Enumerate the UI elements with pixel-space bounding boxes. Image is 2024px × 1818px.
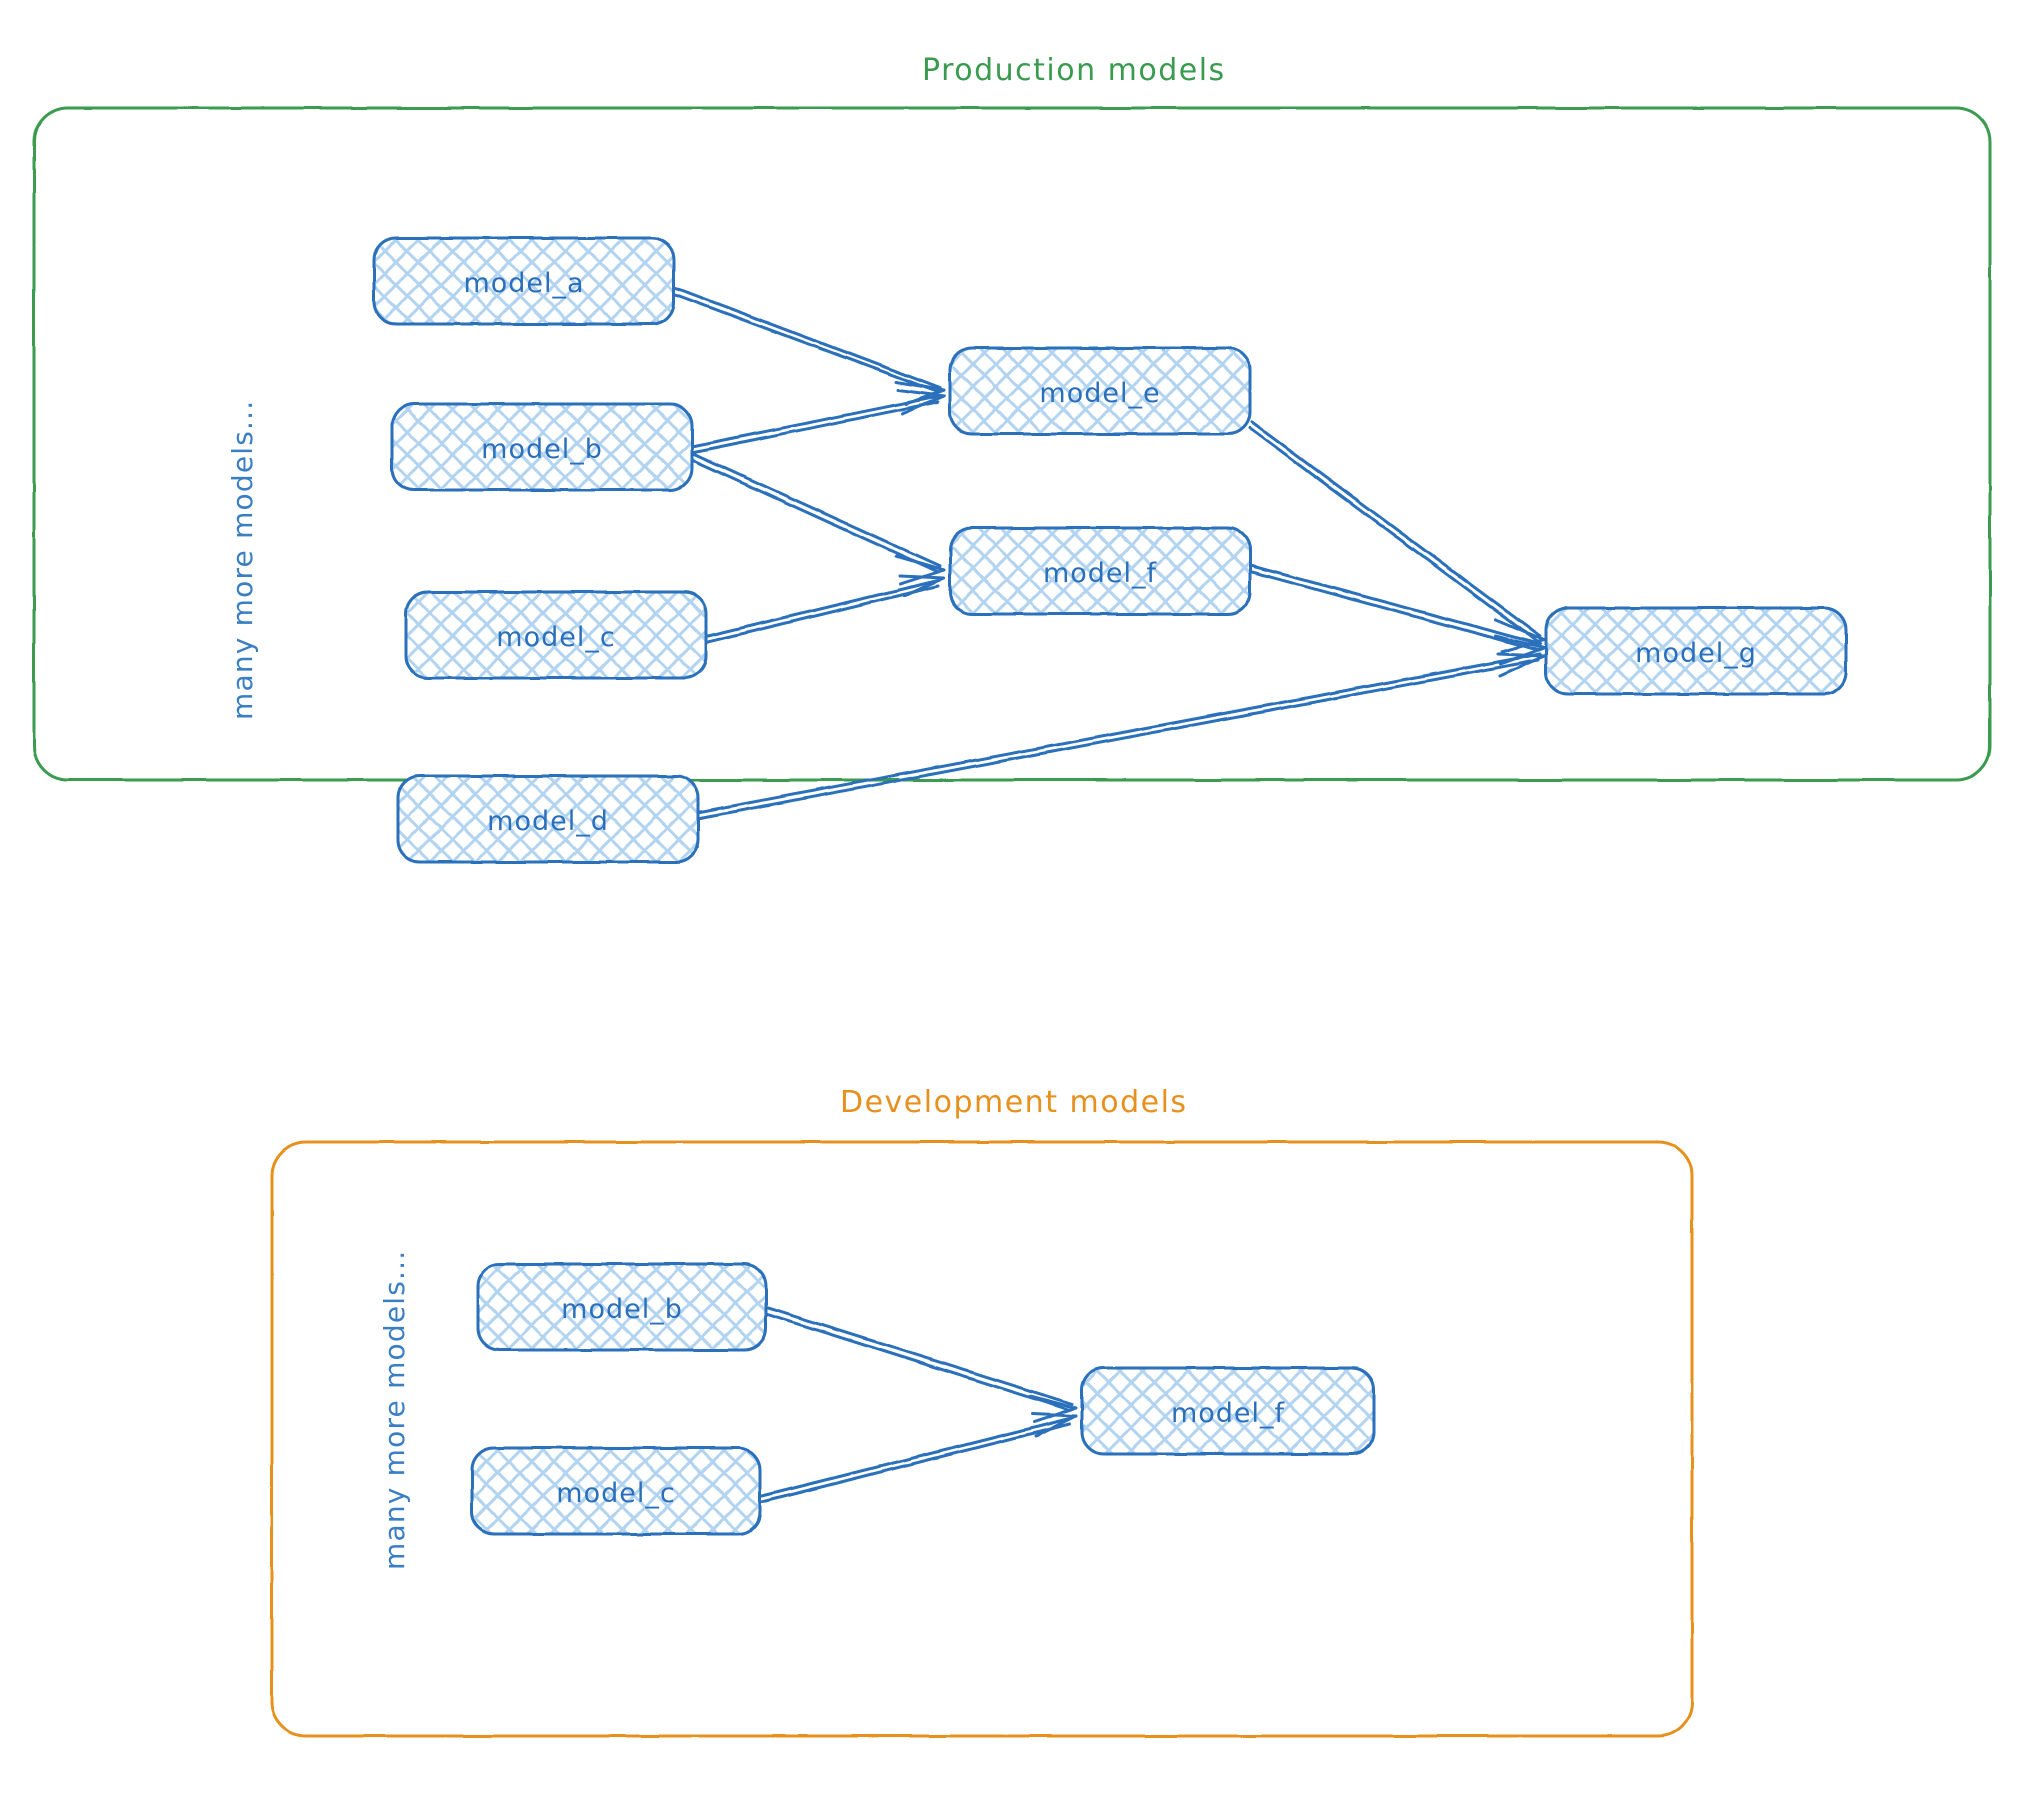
node-shape[interactable] xyxy=(390,402,694,492)
node-dev-model-b[interactable]: model_b xyxy=(476,1262,768,1352)
node-dev-model-c[interactable]: model_c xyxy=(470,1446,762,1536)
production-group-title: Production models xyxy=(922,53,1226,88)
node-label: model_c xyxy=(556,1478,675,1509)
node-label: model_c xyxy=(496,622,615,653)
node-prod-model-e[interactable]: model_e xyxy=(948,346,1252,436)
node-shape[interactable] xyxy=(1080,1366,1376,1456)
development-group-border xyxy=(270,1140,1694,1738)
edge-model-e-to-model-g xyxy=(1248,420,1546,654)
node-shape[interactable] xyxy=(476,1262,768,1352)
node-label: model_b xyxy=(561,1294,683,1325)
node-label: model_b xyxy=(481,434,603,465)
node-dev-model-f[interactable]: model_f xyxy=(1080,1366,1376,1456)
node-shape[interactable] xyxy=(372,236,676,326)
edge-model-b-to-model-e xyxy=(692,388,946,454)
development-side-label: many more models... xyxy=(378,1250,411,1570)
node-prod-model-b[interactable]: model_b xyxy=(390,402,694,492)
development-group-title: Development models xyxy=(840,1085,1188,1120)
node-label: model_a xyxy=(463,268,584,299)
edge-model-a-to-model-e xyxy=(672,286,946,406)
production-side-label: many more models... xyxy=(226,400,259,720)
node-prod-model-f[interactable]: model_f xyxy=(948,526,1252,616)
node-shape[interactable] xyxy=(396,774,700,864)
edge-dev-model-c-to-model-f xyxy=(760,1412,1078,1504)
node-shape[interactable] xyxy=(1544,606,1848,696)
production-group-border xyxy=(32,106,1992,782)
node-shape[interactable] xyxy=(404,590,708,680)
edge-model-d-to-model-g xyxy=(698,652,1546,820)
node-label: model_g xyxy=(1635,638,1757,669)
edge-model-b-to-model-f xyxy=(690,452,946,586)
node-prod-model-c[interactable]: model_c xyxy=(404,590,708,680)
node-prod-model-g[interactable]: model_g xyxy=(1544,606,1848,696)
node-prod-model-a[interactable]: model_a xyxy=(372,236,676,326)
group-production: Production models many more models... xyxy=(32,53,1992,782)
edge-model-c-to-model-f xyxy=(706,574,946,644)
node-label: model_d xyxy=(487,806,609,837)
edge-dev-model-b-to-model-f xyxy=(764,1306,1078,1424)
group-development: Development models many more models... xyxy=(270,1085,1694,1738)
node-label: model_e xyxy=(1039,378,1160,409)
node-shape[interactable] xyxy=(948,346,1252,436)
node-shape[interactable] xyxy=(948,526,1252,616)
node-label: model_f xyxy=(1043,558,1158,589)
node-label: model_f xyxy=(1171,1398,1286,1429)
node-shape[interactable] xyxy=(470,1446,762,1536)
node-prod-model-d[interactable]: model_d xyxy=(396,774,700,864)
